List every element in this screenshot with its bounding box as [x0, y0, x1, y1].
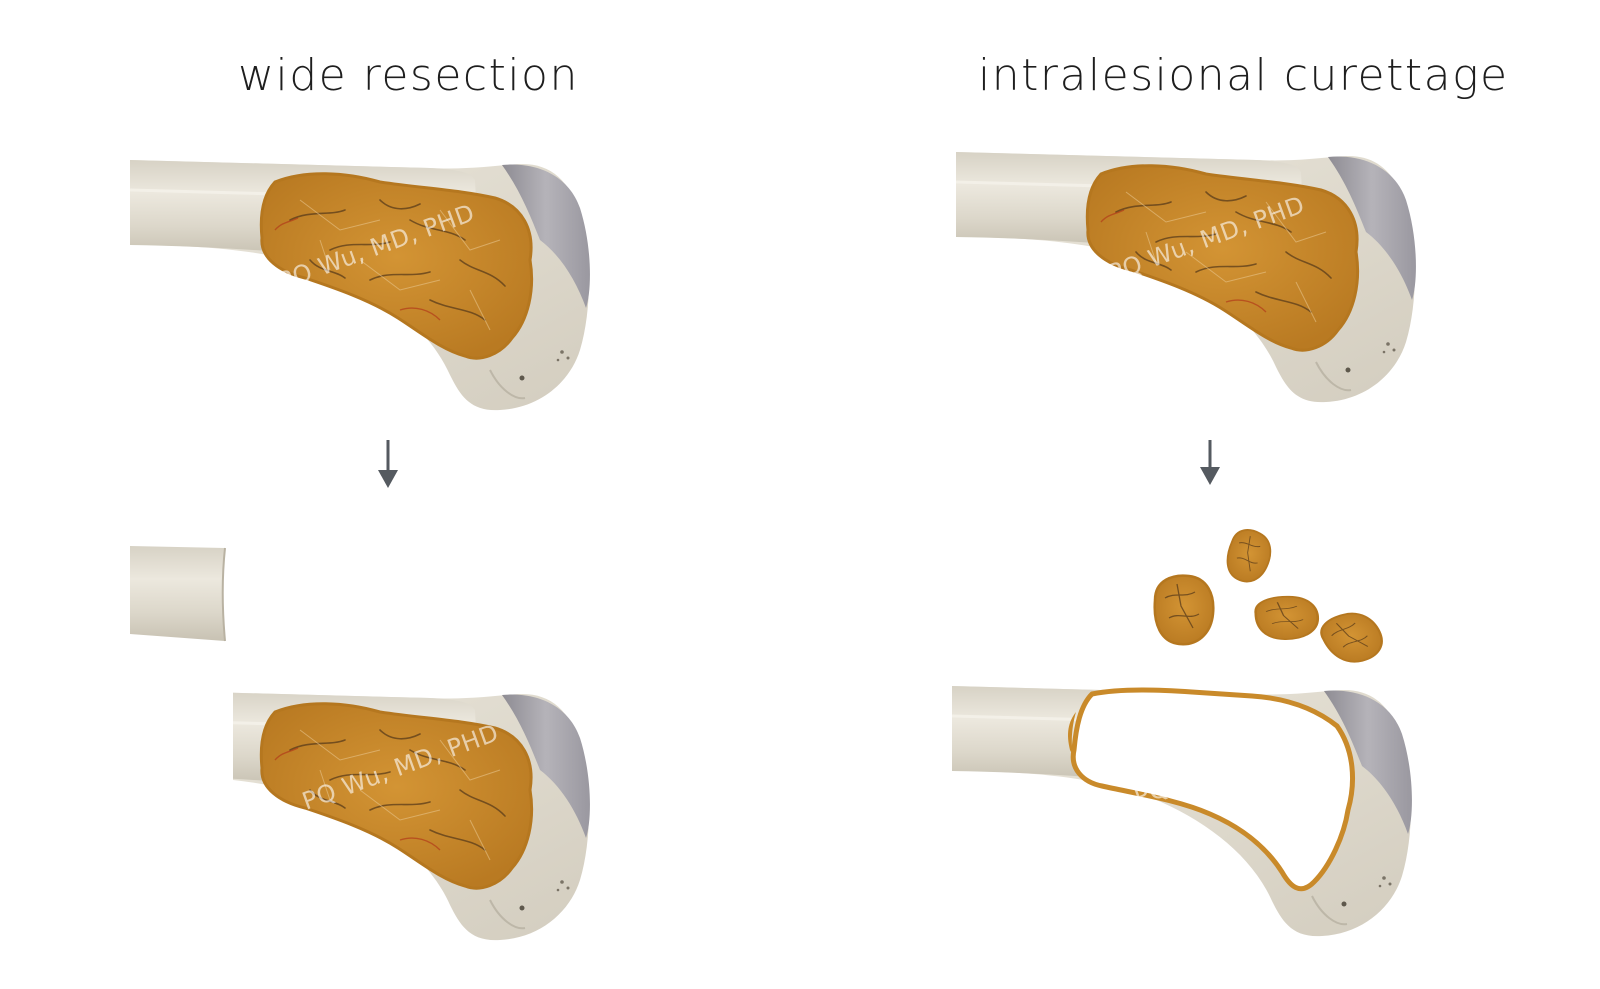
bone-with-tumor-left — [128, 158, 592, 412]
bone-with-tumor-right — [954, 150, 1418, 404]
down-arrow-icon — [1200, 440, 1220, 485]
tumor-fragment — [1220, 523, 1278, 589]
title-intralesional-curettage: intralesional curettage — [978, 50, 1509, 101]
tumor-fragment — [1153, 574, 1215, 646]
remaining-shaft — [130, 546, 226, 642]
tumor-fragment — [1251, 593, 1323, 642]
down-arrow-icon — [378, 440, 398, 488]
tumor-fragment — [1312, 606, 1394, 670]
curetted-bone — [950, 684, 1414, 938]
title-wide-resection: wide resection — [238, 50, 579, 101]
resected-segment — [233, 688, 592, 942]
